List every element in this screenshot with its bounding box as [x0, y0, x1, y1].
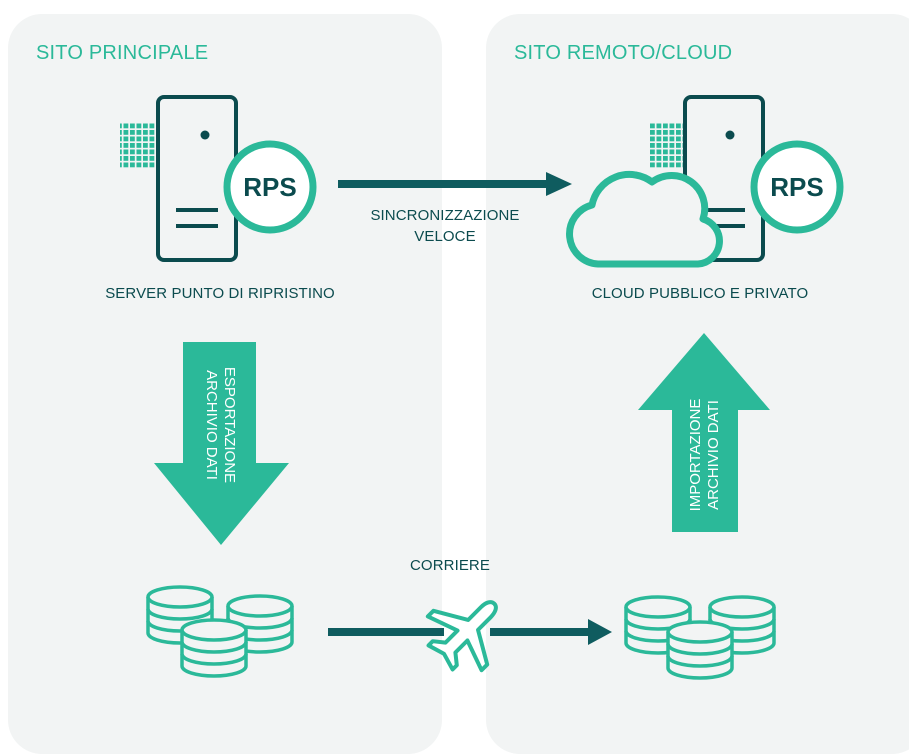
diagram-canvas: RPS RPS — [120, 95, 844, 680]
export-label: ESPORTAZIONE ARCHIVIO DATI — [202, 365, 238, 485]
grid-icon — [649, 122, 685, 168]
import-label-line1: IMPORTAZIONE — [687, 398, 704, 512]
export-arrow — [154, 342, 289, 545]
recovery-server-label: SERVER PUNTO DI RIPRISTINO — [105, 285, 335, 302]
cloud-icon — [566, 170, 723, 268]
rps-badge — [223, 140, 317, 234]
courier-label: CORRIERE — [410, 557, 490, 574]
import-arrow — [638, 333, 770, 532]
recovery-server-badge-text: RPS — [243, 172, 296, 202]
rps-badge — [750, 140, 844, 234]
import-label: IMPORTAZIONE ARCHIVIO DATI — [687, 395, 723, 515]
sync-label-line1: SINCRONIZZAZIONE — [370, 207, 520, 224]
primary-database-icon — [146, 585, 294, 678]
cloud-server-icon — [566, 95, 844, 268]
sync-label-line2: VELOCE — [414, 228, 476, 245]
import-label-line2: ARCHIVIO DATI — [705, 400, 722, 510]
primary-site-title: SITO PRINCIPALE — [36, 42, 209, 64]
cloud-server-badge-text: RPS — [770, 172, 823, 202]
recovery-server-icon — [120, 95, 317, 262]
export-label-line1: ESPORTAZIONE — [221, 366, 238, 484]
remote-site-title: SITO REMOTO/CLOUD — [514, 42, 733, 64]
remote-database-icon — [624, 595, 776, 680]
export-label-line2: ARCHIVIO DATI — [203, 370, 220, 480]
sync-arrow — [338, 172, 572, 196]
airplane-icon — [425, 600, 498, 673]
courier-arrow — [328, 619, 612, 645]
cloud-server-label: CLOUD PUBBLICO E PRIVATO — [591, 285, 809, 302]
sync-label: SINCRONIZZAZIONE VELOCE — [330, 205, 560, 247]
